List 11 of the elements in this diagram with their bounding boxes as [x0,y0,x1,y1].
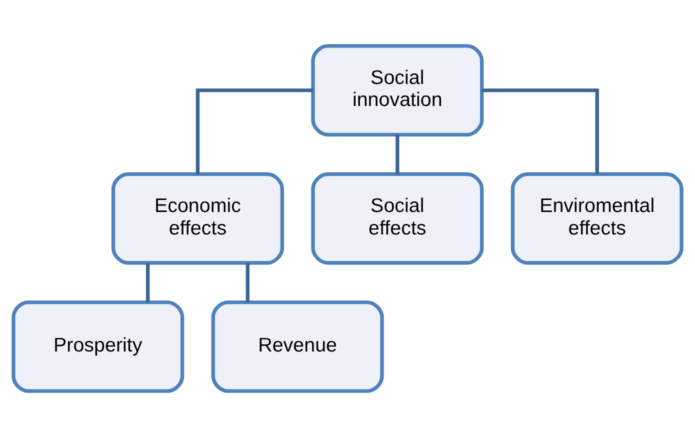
connector [246,262,250,302]
connector [396,134,400,174]
connector [196,88,313,174]
node-box: Economic effects [111,172,284,265]
node-box: Enviromental effects [510,172,684,265]
node-box: Revenue [211,300,384,393]
node-box: Prosperity [12,300,184,393]
connector [146,262,150,302]
node-box: Social innovation [311,44,484,137]
node-box: Social effects [311,172,484,265]
connector [482,88,599,174]
